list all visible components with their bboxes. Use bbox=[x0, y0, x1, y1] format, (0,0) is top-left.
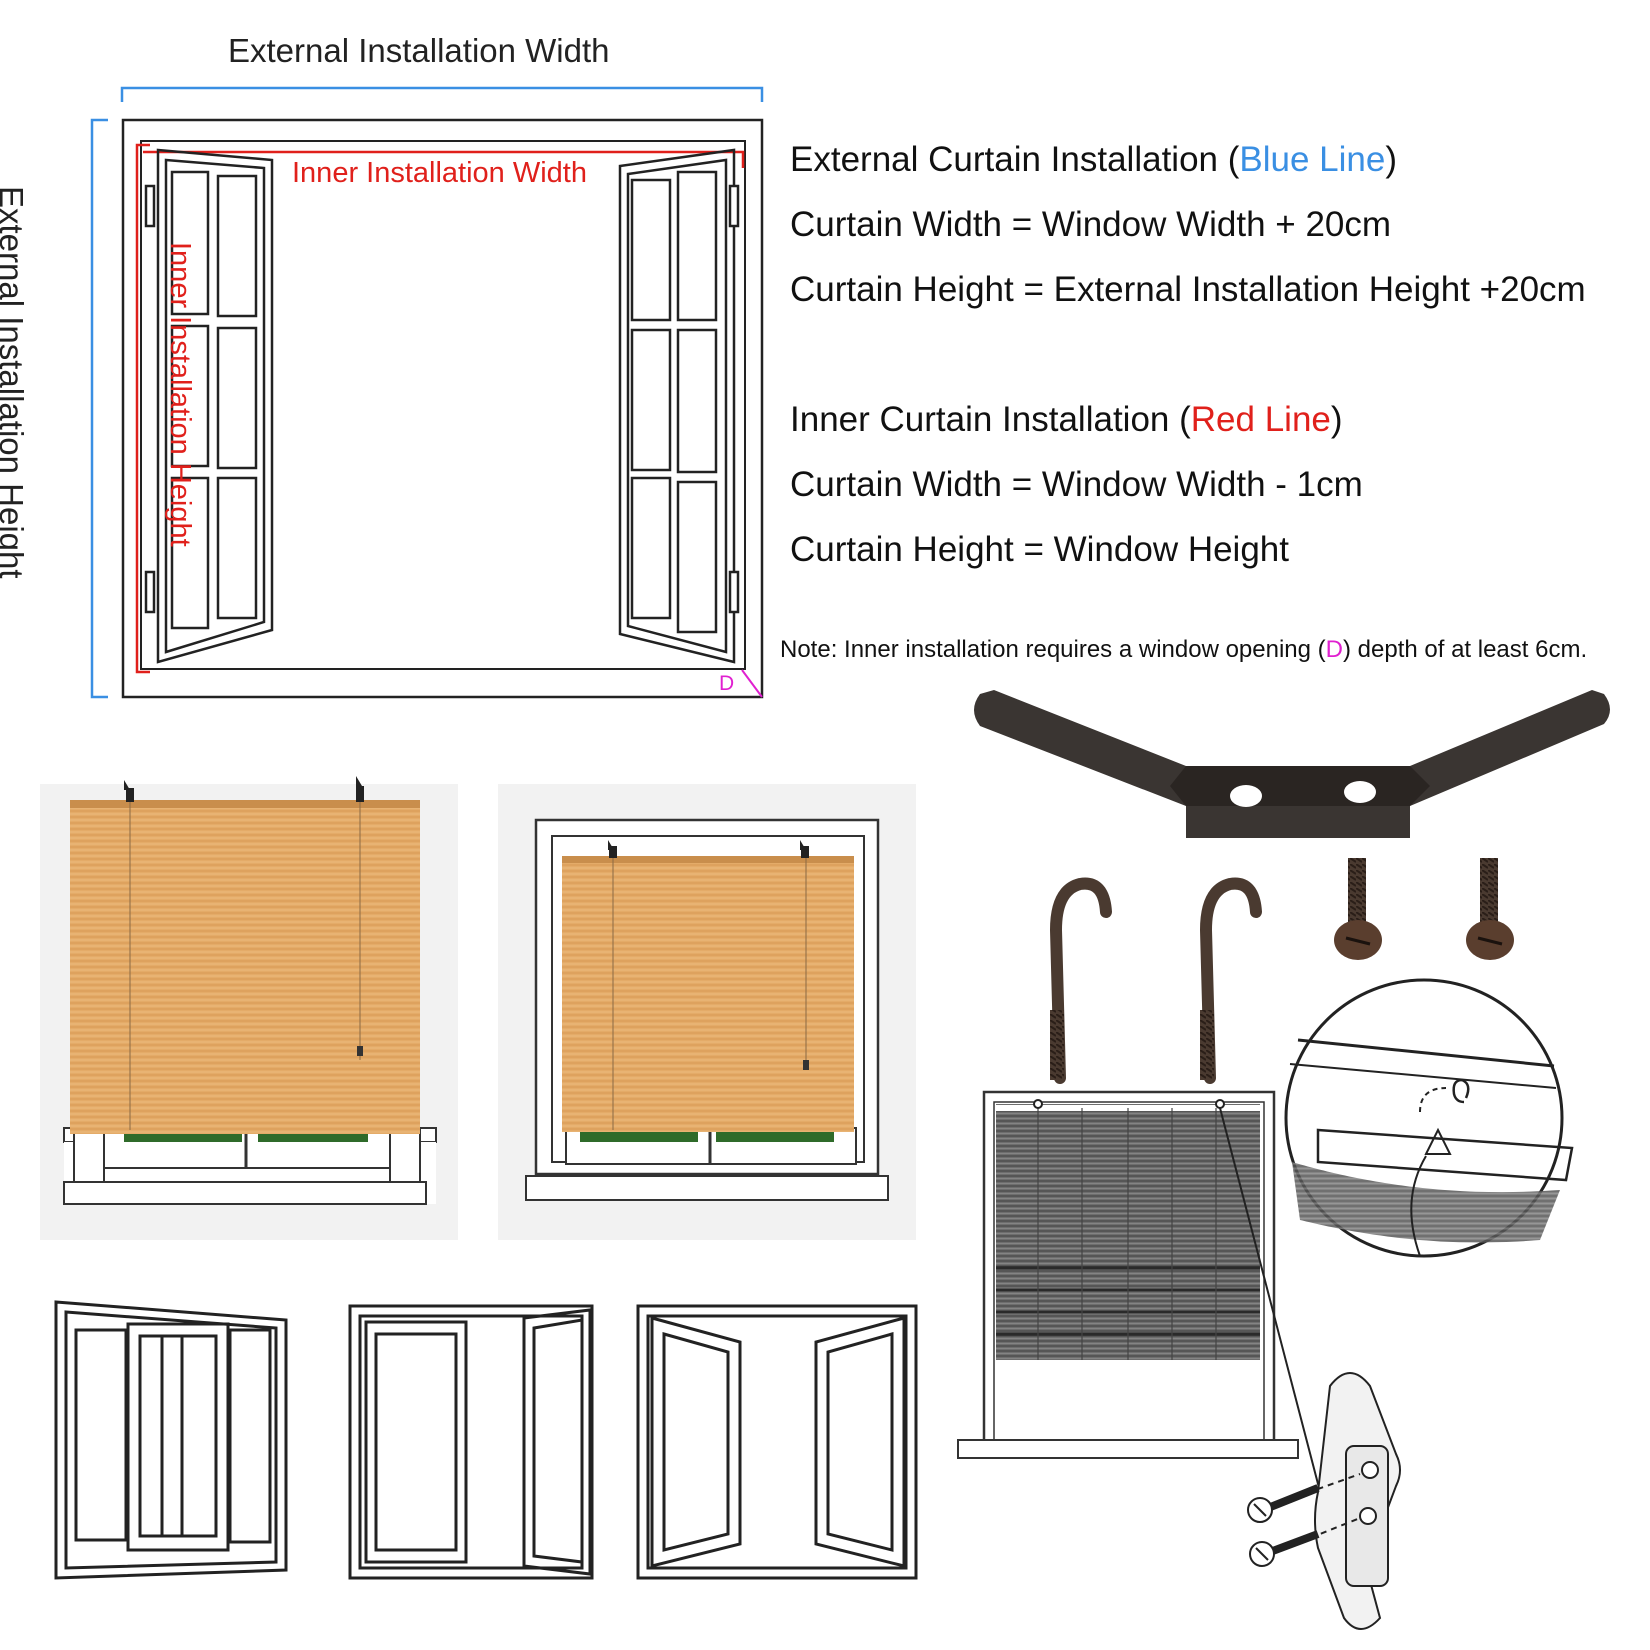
inner-heading: Inner Curtain Installation (Red Line) bbox=[790, 400, 1343, 439]
depth-note: Note: Inner installation requires a wind… bbox=[780, 636, 1588, 663]
external-height-line bbox=[90, 118, 108, 699]
hook-icon bbox=[1049, 877, 1112, 1084]
roller-blind-icon bbox=[957, 1090, 1355, 1623]
inner-height-formula: Curtain Height = Window Height bbox=[790, 530, 1289, 569]
sliding-window-icon bbox=[54, 1300, 288, 1580]
double-casement-window-icon bbox=[636, 1304, 918, 1580]
window-outer-frame bbox=[121, 118, 764, 699]
inner-width-formula: Curtain Width = Window Width - 1cm bbox=[790, 465, 1363, 504]
external-height-label: External Installation Height bbox=[0, 186, 30, 579]
casement-window-icon bbox=[348, 1304, 594, 1580]
screw-icon bbox=[1247, 1484, 1320, 1523]
external-height-formula: Curtain Height = External Installation H… bbox=[790, 270, 1586, 309]
inner-height-label: Inner Installation Height bbox=[164, 242, 196, 547]
inner-height-line bbox=[135, 143, 150, 674]
inner-width-line bbox=[143, 150, 745, 168]
window-types bbox=[54, 1300, 918, 1580]
bracket-icon bbox=[974, 690, 1610, 838]
blue-line-label: Blue Line bbox=[1239, 140, 1386, 179]
external-heading: External Curtain Installation (Blue Line… bbox=[790, 140, 1397, 179]
screw-icon bbox=[1249, 1530, 1320, 1567]
inner-width-label: Inner Installation Width bbox=[292, 157, 587, 189]
left-sash bbox=[144, 148, 274, 664]
screw-icon bbox=[1466, 858, 1514, 960]
measurement-diagram bbox=[90, 86, 764, 699]
screw-icon bbox=[1334, 858, 1382, 960]
external-width-label: External Installation Width bbox=[228, 32, 610, 69]
external-width-line bbox=[120, 86, 764, 102]
depth-label: D bbox=[719, 672, 735, 695]
depth-marker bbox=[741, 669, 763, 698]
right-sash bbox=[618, 148, 740, 664]
bamboo-blind bbox=[70, 800, 420, 1134]
hook-detail-zoom bbox=[1284, 978, 1574, 1258]
hook-icon bbox=[1199, 877, 1262, 1084]
red-line-label: Red Line bbox=[1190, 400, 1331, 439]
external-install-example bbox=[40, 776, 458, 1240]
external-width-formula: Curtain Width = Window Width + 20cm bbox=[790, 205, 1392, 244]
inner-install-example bbox=[498, 784, 916, 1240]
bamboo-blind bbox=[562, 856, 854, 1132]
cleat-icon bbox=[1275, 1372, 1401, 1630]
